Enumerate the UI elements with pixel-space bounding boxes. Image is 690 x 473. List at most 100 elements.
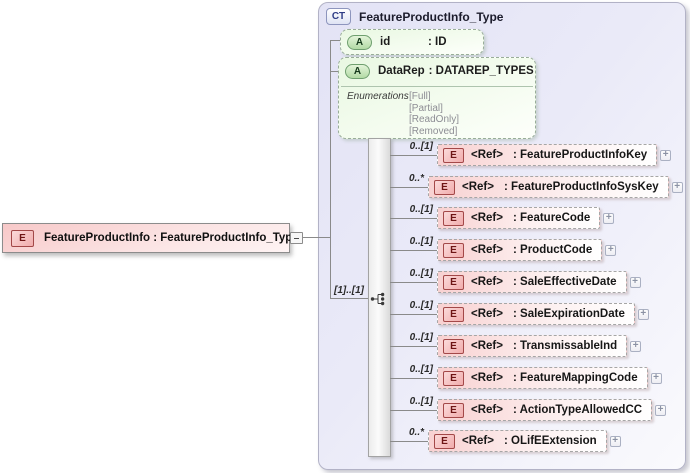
element-ref-transmissableind[interactable]: E <Ref> : TransmissableInd [437,335,628,357]
element-ref-productcode[interactable]: E <Ref> : ProductCode [437,239,603,261]
expand-button[interactable]: + [605,244,617,256]
attribute-type: : DATAREP_TYPES [428,65,534,77]
complex-type-icon: CT [326,8,351,25]
complex-type-title: FeatureProductInfo_Type [359,9,504,24]
element-ref-saleeffectivedate[interactable]: E <Ref> : SaleEffectiveDate [437,271,627,293]
element-type-label: : SaleEffectiveDate [513,276,617,288]
element-ref-row: E <Ref> : FeatureMappingCode + [437,367,662,389]
element-type-label: : ProductCode [513,244,593,256]
attribute-name: DataRep [378,65,425,77]
element-ref-label: <Ref> [471,212,503,224]
element-ref-label: <Ref> [462,435,494,447]
attribute-icon: A [347,34,372,50]
element-cardinality: 0..[1] [409,268,433,279]
element-cardinality: 0..[1] [409,332,433,343]
expand-button[interactable]: + [671,181,683,193]
element-label: FeatureProductInfo : FeatureProductInfo_… [44,232,299,244]
element-ref-actiontypeallowedcc[interactable]: E <Ref> : ActionTypeAllowedCC [437,399,653,421]
element-ref-label: <Ref> [462,181,494,193]
connector-sequence-line [330,298,368,299]
sequence-icon[interactable] [370,291,387,307]
element-type-label: : FeatureCode [513,212,591,224]
element-ref-featureproductinfokey[interactable]: E <Ref> : FeatureProductInfoKey [437,144,658,166]
attribute-datarep[interactable]: A DataRep : DATAREP_TYPES Enumerations [… [338,57,536,139]
element-icon: E [443,402,464,418]
connector-element-line [390,410,439,411]
element-ref-featureproductinfosyskey[interactable]: E <Ref> : FeatureProductInfoSysKey [428,176,669,198]
element-featureproductinfo[interactable]: E FeatureProductInfo : FeatureProductInf… [2,223,299,253]
element-cardinality: 0..[1] [409,141,433,152]
connector-element-line [390,441,430,442]
connector-element-line [390,218,439,219]
connector-attr-datarep-line [330,71,340,72]
connector-element-line [390,346,439,347]
connector-element-line [390,250,439,251]
element-icon: E [443,370,464,386]
expand-button[interactable]: + [603,212,615,224]
connector-root-line [302,237,330,238]
element-cardinality: 0..[1] [409,204,433,215]
element-cardinality: 0..[1] [409,364,433,375]
element-cardinality: 0..[1] [409,396,433,407]
element-ref-row: E <Ref> : FeatureProductInfoSysKey + [428,176,683,198]
element-icon: E [443,210,464,226]
element-icon: E [434,179,455,195]
expand-button[interactable]: + [655,404,667,416]
element-type-label: : ActionTypeAllowedCC [513,404,643,416]
facet-separator [341,86,533,87]
sequence-bar [368,138,391,457]
expand-button[interactable]: + [629,276,641,288]
complex-type-header: CT FeatureProductInfo_Type [326,8,503,25]
connector-element-line [390,187,430,188]
collapse-toggle[interactable] [290,232,303,244]
element-ref-label: <Ref> [471,276,503,288]
connector-element-line [390,155,439,156]
element-type-label: : FeatureMappingCode [513,372,638,384]
element-ref-row: E <Ref> : FeatureCode + [437,207,615,229]
expand-button[interactable]: + [650,372,662,384]
element-ref-saleexpirationdate[interactable]: E <Ref> : SaleExpirationDate [437,303,635,325]
attribute-icon: A [345,63,370,79]
element-ref-row: E <Ref> : ProductCode + [437,239,617,261]
sequence-cardinality: [1]..[1] [334,285,364,296]
connector-element-line [390,282,439,283]
element-type-label: : TransmissableInd [513,340,618,352]
element-icon: E [11,229,34,247]
element-icon: E [443,242,464,258]
collapse-icon [294,237,299,239]
element-ref-label: <Ref> [471,244,503,256]
enumeration-value: [ReadOnly] [409,114,460,125]
enumeration-value: [Full] [409,91,431,102]
enumeration-value: [Removed] [409,125,458,137]
element-ref-featurecode[interactable]: E <Ref> : FeatureCode [437,207,601,229]
element-ref-featuremappingcode[interactable]: E <Ref> : FeatureMappingCode [437,367,648,389]
element-icon: E [443,338,464,354]
element-ref-olifeextension[interactable]: E <Ref> : OLifEExtension [428,430,607,452]
element-ref-label: <Ref> [471,149,503,161]
expand-button[interactable]: + [609,435,621,447]
element-icon: E [443,274,464,290]
element-ref-row: E <Ref> : FeatureProductInfoKey + [437,144,672,166]
element-cardinality: 0..* [408,173,424,184]
expand-button[interactable]: + [660,149,672,161]
expand-button[interactable]: + [630,340,642,352]
connector-trunk-line [330,40,331,299]
attribute-id[interactable]: A id : ID [340,29,484,55]
element-ref-label: <Ref> [471,308,503,320]
attribute-type: : ID [428,36,447,48]
element-ref-row: E <Ref> : SaleEffectiveDate + [437,271,641,293]
element-ref-label: <Ref> [471,340,503,352]
element-type-label: : FeatureProductInfoSysKey [504,181,659,193]
element-ref-row: E <Ref> : ActionTypeAllowedCC + [437,399,667,421]
enumerations-label: Enumerations [347,91,409,102]
element-ref-row: E <Ref> : TransmissableInd + [437,335,642,357]
element-ref-label: <Ref> [471,404,503,416]
expand-button[interactable]: + [637,308,649,320]
element-ref-label: <Ref> [471,372,503,384]
element-cardinality: 0..[1] [409,236,433,247]
connector-element-line [390,378,439,379]
attribute-name: id [380,36,391,48]
element-type-label: : SaleExpirationDate [513,308,625,320]
element-icon: E [434,433,455,449]
